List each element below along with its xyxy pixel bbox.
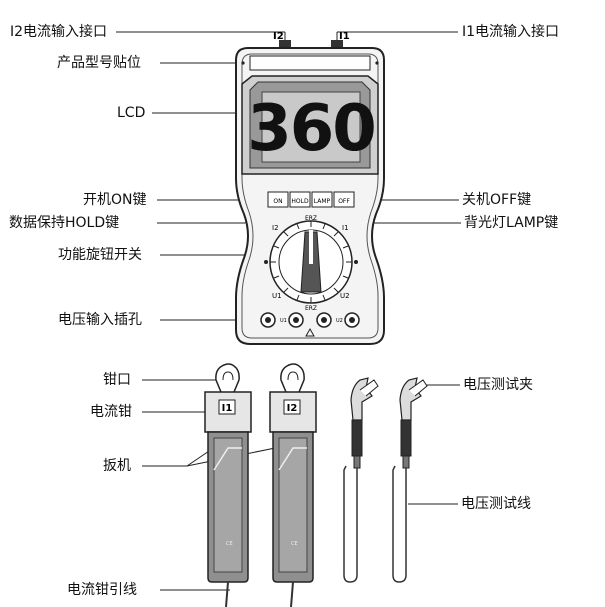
jack-1-label: U1 — [280, 318, 287, 324]
jack-3-label: U2 — [336, 318, 343, 324]
label-i1-input: I1电流输入接口 — [462, 24, 560, 40]
label-voltage-clip: 电压测试夹 — [463, 377, 533, 393]
dial-u1-label: U1 — [272, 292, 282, 300]
dial-i1-label: I1 — [342, 224, 349, 232]
button-off-label[interactable]: OFF — [338, 198, 350, 205]
clamp-1-tag: I1 — [222, 403, 233, 414]
button-on-label[interactable]: ON — [273, 198, 282, 205]
label-power-on: 开机ON键 — [83, 192, 147, 208]
dial-top-label: ERZ — [305, 215, 317, 222]
dial-i2-label: I2 — [272, 224, 279, 232]
dial-u2-label: U2 — [340, 292, 350, 300]
label-clamp-mouth: 钳口 — [103, 372, 131, 388]
current-clamp-1 — [204, 363, 252, 607]
label-product-model: 产品型号贴位 — [57, 55, 141, 71]
current-clamp-2 — [269, 363, 317, 607]
label-current-clamp: 电流钳 — [90, 404, 132, 420]
label-function-switch: 功能旋钮开关 — [58, 247, 142, 263]
multimeter — [235, 40, 385, 345]
product-label-area — [249, 55, 371, 71]
label-trigger: 扳机 — [103, 458, 131, 474]
label-lcd: LCD — [117, 105, 146, 121]
dial-bottom-label: ERZ — [305, 305, 317, 312]
function-buttons — [267, 191, 355, 208]
label-power-off: 关机OFF键 — [462, 192, 532, 208]
rotary-dial — [264, 220, 358, 304]
label-i2-input: I2电流输入接口 — [10, 24, 108, 40]
clamp-2-tag: I2 — [287, 403, 298, 414]
button-hold-label[interactable]: HOLD — [291, 198, 309, 205]
lcd-screen — [261, 91, 361, 163]
voltage-test-lead-1 — [343, 377, 379, 583]
label-hold-key: 数据保持HOLD键 — [9, 215, 120, 231]
i1-port — [331, 40, 343, 48]
clamp-1-ce: CE — [226, 541, 233, 547]
label-voltage-jack: 电压输入插孔 — [58, 312, 142, 328]
i2-port — [279, 40, 291, 48]
voltage-test-lead-2 — [392, 377, 428, 583]
lcd-display-value: 360 — [247, 92, 375, 166]
port-i2-label: I2 — [273, 31, 284, 42]
label-voltage-lead: 电压测试线 — [461, 496, 531, 512]
clamp-2-ce: CE — [291, 541, 298, 547]
button-lamp-label[interactable]: LAMP — [314, 198, 331, 205]
port-i1-label: I1 — [339, 31, 350, 42]
voltage-jacks — [260, 312, 360, 337]
label-lamp-key: 背光灯LAMP键 — [464, 215, 559, 231]
label-clamp-cable: 电流钳引线 — [67, 582, 137, 598]
